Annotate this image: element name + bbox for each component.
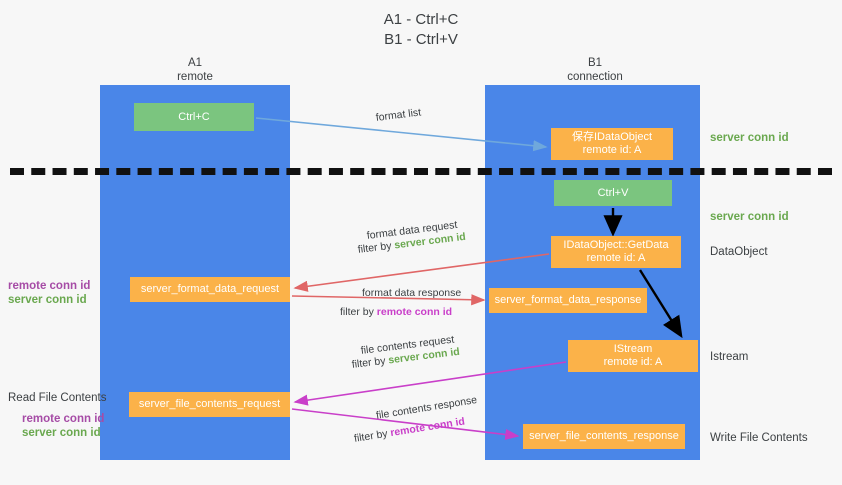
column-a1-name: A1 (187, 57, 203, 69)
box-server-file-contents-response-label: server_file_contents_response (529, 430, 679, 442)
box-save-dataobject-label: 保存IDataObject (571, 131, 653, 143)
arrow-format-data-request (293, 253, 550, 292)
column-a1-role: remote (177, 71, 213, 83)
arrow-format-list (255, 117, 548, 152)
box-server-file-contents-request[interactable]: server_file_contents_request (129, 392, 290, 417)
column-b1-role: connection (567, 71, 623, 83)
side-label-write-file-contents: Write File Contents (710, 432, 808, 444)
dashed-divider (10, 168, 832, 175)
left-label-conn-ids-middle: remote conn id server conn id (8, 279, 100, 307)
arrow-file-contents-response (291, 408, 520, 441)
left-label-conn-ids-bottom: remote conn id server conn id (22, 412, 114, 440)
left-label-server-conn-id-2: server conn id (22, 427, 101, 439)
side-label-dataobject: DataObject (710, 246, 768, 258)
box-istream-sub: remote id: A (603, 356, 663, 368)
box-idataobject-getdata[interactable]: IDataObject::GetData remote id: A (551, 236, 681, 268)
box-ctrl-v-label: Ctrl+V (597, 186, 629, 199)
filter-prefix: filter by (340, 306, 377, 318)
box-getdata-sub: remote id: A (586, 252, 646, 264)
arrow-format-data-response (291, 294, 486, 306)
title-line-1: A1 - Ctrl+C (383, 11, 459, 28)
box-ctrl-c[interactable]: Ctrl+C (134, 103, 254, 131)
box-istream-label: IStream (613, 343, 653, 355)
side-label-istream: Istream (710, 351, 749, 363)
side-label-server-conn-id-top: server conn id (710, 132, 789, 144)
flow-label-format-data-response-text: format data response (362, 287, 462, 299)
box-ctrl-v[interactable]: Ctrl+V (554, 180, 672, 206)
column-b1-name: B1 (587, 57, 603, 69)
page-title: A1 - Ctrl+C B1 - Ctrl+V (0, 10, 842, 50)
box-server-format-data-response[interactable]: server_format_data_response (489, 288, 647, 313)
box-server-format-data-request-label: server_format_data_request (140, 283, 280, 295)
flow-label-format-data-response: format data response (362, 286, 461, 300)
column-header-b1: B1 connection (525, 56, 665, 84)
column-header-a1: A1 remote (125, 56, 265, 84)
left-label-server-conn-id: server conn id (8, 294, 87, 306)
box-server-format-data-request[interactable]: server_format_data_request (130, 277, 290, 302)
flow-filter-format-data-response: filter by remote conn id (340, 305, 452, 319)
filter-value-remote-conn-id: remote conn id (376, 306, 453, 318)
box-server-format-data-response-label: server_format_data_response (494, 294, 642, 306)
box-getdata-label: IDataObject::GetData (563, 239, 669, 251)
left-label-read-file-contents: Read File Contents (8, 392, 107, 404)
side-label-server-conn-id-mid: server conn id (710, 211, 789, 223)
arrow-file-contents-request (293, 361, 567, 406)
left-label-remote-conn-id: remote conn id (8, 280, 91, 292)
box-server-file-contents-request-label: server_file_contents_request (138, 398, 281, 410)
left-label-remote-conn-id-2: remote conn id (22, 413, 105, 425)
title-line-2: B1 - Ctrl+V (384, 31, 458, 48)
box-istream[interactable]: IStream remote id: A (568, 340, 698, 372)
arrow-getdata-to-istream (638, 269, 683, 339)
box-ctrl-c-label: Ctrl+C (178, 110, 210, 123)
box-save-dataobject-sub: remote id: A (582, 144, 642, 156)
box-save-dataobject[interactable]: 保存IDataObject remote id: A (551, 128, 673, 160)
box-server-file-contents-response[interactable]: server_file_contents_response (523, 424, 685, 449)
